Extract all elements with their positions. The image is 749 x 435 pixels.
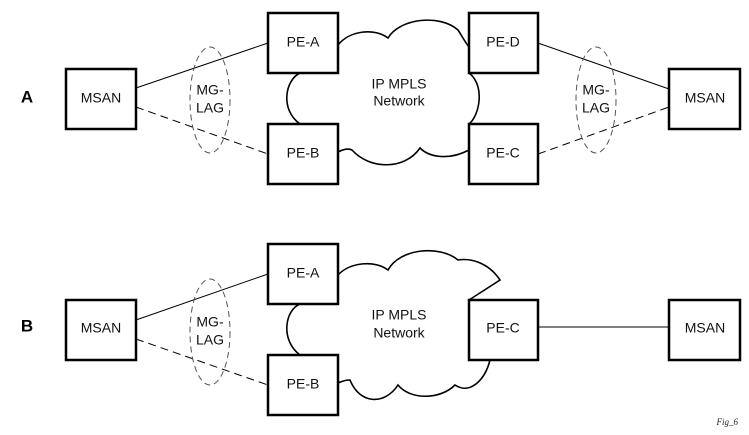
- mg-lag-label-a-right-2: LAG: [582, 100, 610, 116]
- mg-lag-ellipse-a-left: [189, 46, 231, 154]
- link-pe-d-to-msan-a-right: [537, 42, 670, 90]
- figure-label: Fig_6: [716, 417, 739, 427]
- scenario-b: B MG- LAG IP MPLS Network MSAN PE-A PE-B…: [21, 242, 742, 417]
- cloud-label-a-1: IP MPLS: [372, 76, 427, 92]
- cloud-label-a-2: Network: [373, 93, 425, 109]
- msan-b-right: MSAN: [667, 298, 742, 362]
- cloud-label-b-2: Network: [373, 325, 425, 341]
- msan-a-right-label: MSAN: [685, 90, 725, 106]
- mg-lag-ellipse-a-right: [575, 46, 617, 154]
- msan-a-left-label: MSAN: [81, 90, 121, 106]
- pe-c-label-b: PE-C: [486, 320, 519, 336]
- mg-lag-label-a-right-1: MG-: [582, 82, 610, 98]
- mg-lag-label-a-left-1: MG-: [196, 82, 224, 98]
- scenario-b-label: B: [21, 316, 33, 335]
- msan-b-left-label: MSAN: [81, 320, 121, 336]
- link-msan-a-to-pe-a: [135, 42, 269, 89]
- mg-lag-ellipse-b-left: [189, 278, 231, 386]
- pe-b-label-b: PE-B: [287, 376, 320, 392]
- msan-b-right-label: MSAN: [685, 320, 725, 336]
- cloud-label-b-1: IP MPLS: [372, 307, 427, 323]
- msan-a-right: MSAN: [667, 67, 742, 131]
- link-msan-a-to-pe-b: [135, 106, 269, 155]
- scenario-a-label: A: [21, 87, 33, 106]
- mg-lag-label-b-left-2: LAG: [196, 332, 224, 348]
- pe-a-node-a: PE-A: [266, 11, 340, 75]
- pe-d-node-a: PE-D: [467, 11, 540, 75]
- pe-a-label-b: PE-A: [287, 265, 320, 281]
- pe-b-node-b: PE-B: [266, 353, 340, 417]
- msan-a-left: MSAN: [64, 67, 138, 131]
- pe-a-node-b: PE-A: [266, 242, 340, 306]
- msan-b-left: MSAN: [64, 298, 138, 362]
- pe-b-label-a: PE-B: [287, 145, 320, 161]
- link-pe-c-to-msan-a-right: [537, 106, 670, 155]
- pe-c-node-b: PE-C: [467, 298, 540, 362]
- mg-lag-label-a-left-2: LAG: [196, 100, 224, 116]
- link-msan-b-to-pe-b: [135, 338, 269, 386]
- pe-c-label-a: PE-C: [486, 145, 519, 161]
- link-msan-b-to-pe-a: [135, 273, 269, 321]
- pe-c-node-a: PE-C: [467, 122, 540, 186]
- pe-a-label-a: PE-A: [287, 34, 320, 50]
- pe-b-node-a: PE-B: [266, 122, 340, 186]
- pe-d-label-a: PE-D: [486, 34, 519, 50]
- scenario-a: A MG- LAG MG- LAG IP MPLS Network MSAN P…: [21, 11, 742, 186]
- mg-lag-label-b-left-1: MG-: [196, 314, 224, 330]
